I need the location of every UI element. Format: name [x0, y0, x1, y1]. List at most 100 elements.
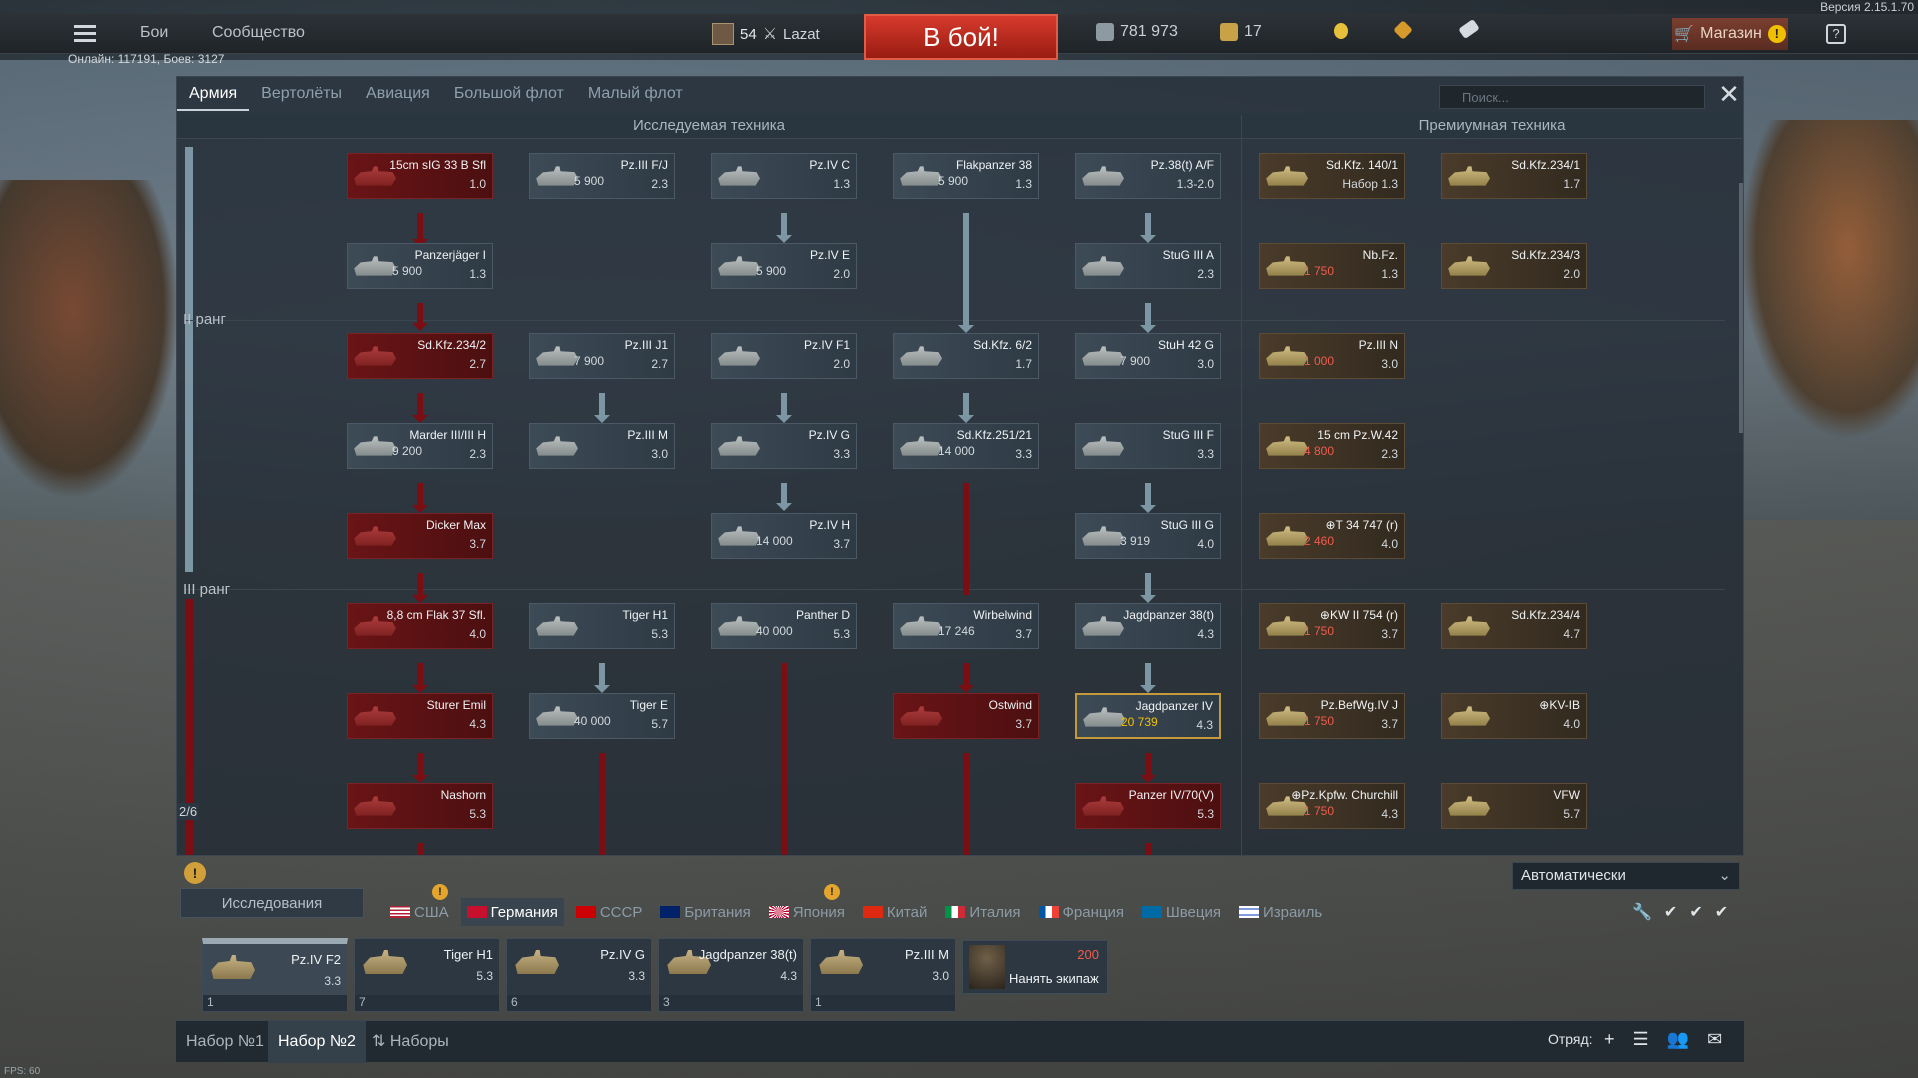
nation-france[interactable]: Франция [1033, 898, 1130, 926]
player-info[interactable]: 54 ⚔ Lazat [712, 20, 820, 48]
tab-bluewater-fleet[interactable]: Большой флот [453, 85, 564, 102]
bulb-icon[interactable] [1334, 23, 1348, 39]
nav-community[interactable]: Сообщество [212, 24, 305, 41]
arrow [412, 393, 428, 423]
tab-helicopters[interactable]: Вертолёты [261, 85, 343, 102]
silver-balance[interactable]: 781 973 [1096, 23, 1178, 41]
nation-usa[interactable]: США [384, 898, 455, 926]
arrow [412, 483, 428, 513]
sort-icon: ⇅ [372, 1033, 390, 1050]
contacts-icon[interactable]: 👥 [1666, 1029, 1690, 1049]
shop-button[interactable]: 🛒 Магазин ! [1672, 18, 1788, 50]
close-icon[interactable]: ✕ [1718, 79, 1740, 109]
list-icon[interactable]: ☰ [1632, 1029, 1649, 1049]
nation-china[interactable]: Китай [857, 898, 934, 926]
mail-icon[interactable]: ✉ [1707, 1029, 1723, 1049]
check-icon[interactable]: ✔ [1663, 904, 1678, 921]
preset-1[interactable]: Набор №1 [186, 1033, 264, 1050]
vehicle-card[interactable]: Jagdpanzer 38(t)4.3 [1075, 603, 1221, 649]
tab-coastal-fleet[interactable]: Малый флот [587, 85, 683, 102]
gold-balance[interactable]: 17 [1220, 23, 1262, 41]
cart-icon: 🛒 [1674, 26, 1695, 43]
add-squad-icon[interactable]: + [1604, 1029, 1615, 1049]
nation-britain[interactable]: Британия [654, 898, 756, 926]
nation-sweden[interactable]: Швеция [1136, 898, 1227, 926]
nation-japan[interactable]: Япония [763, 898, 851, 926]
research-button[interactable]: Исследования [180, 888, 364, 918]
nation-israel[interactable]: Израиль [1233, 898, 1328, 926]
help-button[interactable]: ? [1826, 24, 1846, 44]
ticket-icon[interactable] [1458, 18, 1480, 40]
vehicle-card[interactable]: 8,8 cm Flak 37 Sfl.4.0 [347, 603, 493, 649]
nation-germany[interactable]: Германия [460, 898, 564, 926]
nation-italy[interactable]: Италия [939, 898, 1026, 926]
nav-battles[interactable]: Бои [140, 24, 169, 41]
nation-ussr[interactable]: СССР [570, 898, 649, 926]
gem-icon[interactable] [1393, 20, 1413, 40]
menu-icon[interactable] [74, 25, 96, 43]
tab-army[interactable]: Армия [177, 77, 250, 111]
arrow [776, 483, 792, 511]
warning-icon[interactable]: ! [184, 862, 206, 884]
presets-button[interactable]: ⇅ Наборы [372, 1033, 449, 1050]
double-check-icon[interactable]: ✔ [1689, 904, 1703, 921]
crew-auto-select[interactable]: Автоматически⌄ [1512, 862, 1740, 890]
wrench-icon[interactable]: 🔧 [1632, 904, 1652, 921]
scrollbar[interactable] [1739, 183, 1743, 433]
search-input[interactable] [1439, 85, 1705, 109]
check-all-icon[interactable]: ✔ [1714, 904, 1729, 921]
to-battle-button[interactable]: В бой! [864, 14, 1058, 60]
vehicle-card[interactable]: Panzer IV/70(V)5.3 [1075, 783, 1221, 829]
preset-2[interactable]: Набор №2 [268, 1021, 366, 1063]
tab-aviation[interactable]: Авиация [366, 85, 430, 102]
